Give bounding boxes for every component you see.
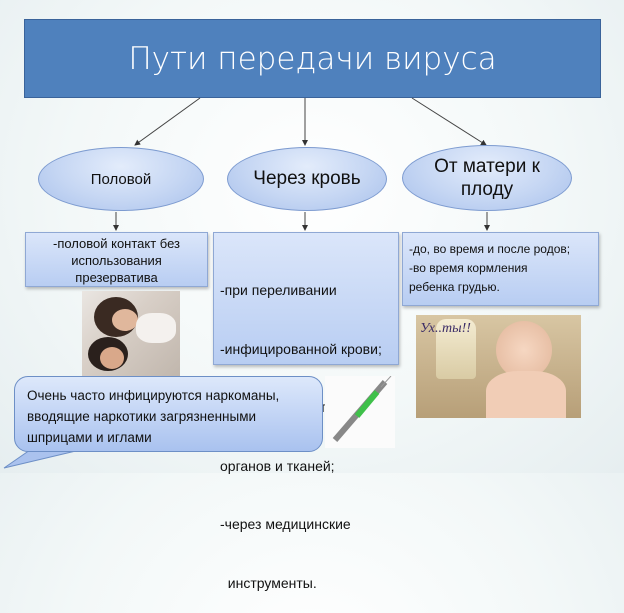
- detail-line: -до, во время и после родов;: [409, 242, 571, 256]
- detail-line: -при переливании: [220, 282, 337, 298]
- detail-line: -половой контакт без: [52, 236, 181, 251]
- route-mother-label-2: плоду: [460, 179, 514, 200]
- callout-line: шприцами и иглами: [27, 430, 152, 445]
- details-blood: -при переливании -инфицированной крови; …: [213, 232, 399, 591]
- couple-photo: [82, 291, 180, 383]
- details-mother: -до, во время и после родов; -во время к…: [402, 232, 599, 306]
- callout-bubble: Очень часто инфицируются наркоманы, ввод…: [14, 376, 323, 452]
- detail-line: -через медицинские: [220, 516, 351, 532]
- detail-line: -во время кормления: [409, 261, 528, 275]
- detail-line: ребенка грудью.: [409, 280, 500, 294]
- route-mother: От матери к плоду: [402, 145, 572, 211]
- baby-photo: Ух..ты!!: [416, 315, 581, 418]
- route-sexual: Половой: [38, 147, 204, 211]
- detail-line: использования: [71, 253, 162, 268]
- callout-line: вводящие наркотики загрязненными: [27, 409, 257, 424]
- route-mother-label-1: От матери к: [434, 156, 540, 177]
- callout-line: Очень часто инфицируются наркоманы,: [27, 388, 280, 403]
- syringe-photo: [325, 376, 395, 448]
- connectors: [113, 97, 490, 231]
- route-sexual-label: Половой: [90, 170, 152, 188]
- detail-line: инструменты.: [220, 574, 317, 591]
- detail-line: презерватива: [75, 270, 158, 285]
- details-sexual: -половой контакт без использования презе…: [25, 232, 208, 287]
- syringe-icon: [332, 376, 392, 442]
- baby-caption: Ух..ты!!: [420, 321, 471, 336]
- route-blood-label: Через кровь: [253, 168, 361, 189]
- diagram-title: Пути передачи вируса: [128, 40, 497, 77]
- route-blood: Через кровь: [227, 147, 387, 211]
- detail-line: -инфицированной крови;: [220, 340, 382, 357]
- detail-line: органов и тканей;: [220, 457, 335, 474]
- title-box: Пути передачи вируса: [24, 19, 601, 98]
